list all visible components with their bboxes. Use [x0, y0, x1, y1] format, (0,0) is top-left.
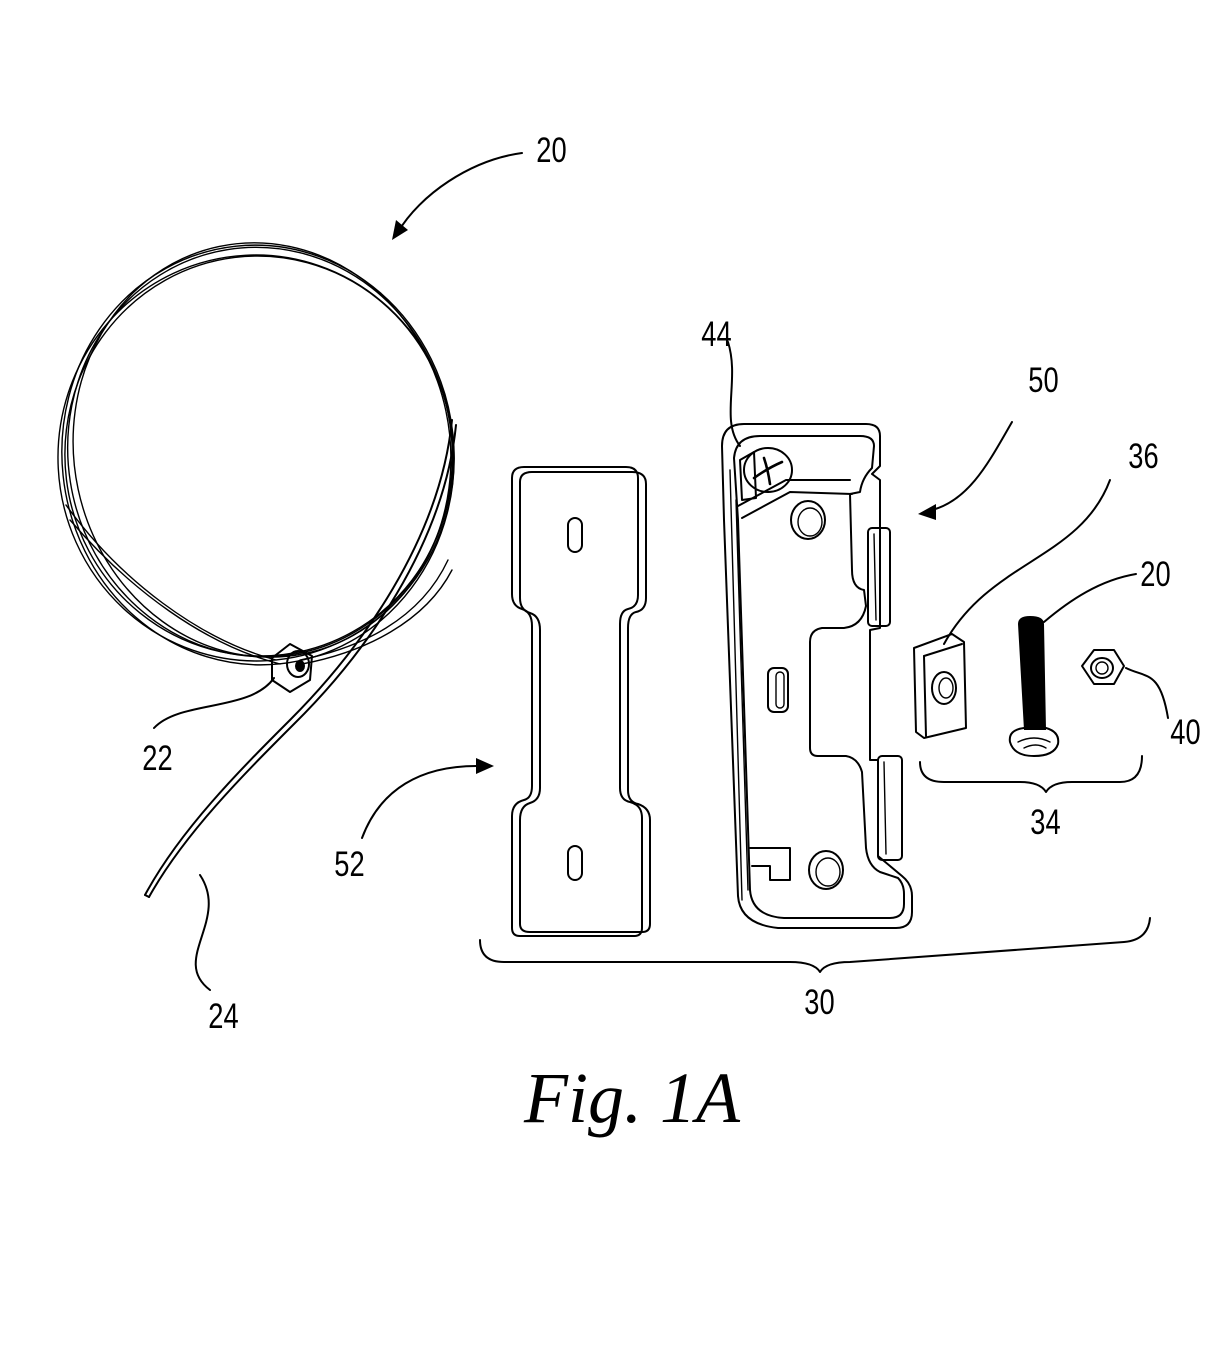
leader-lines: [154, 153, 1168, 990]
reference-numerals: 20 22 24 52 44 50 36 20 40 34 30: [142, 131, 1200, 1036]
label-bracket-plate: 50: [1028, 361, 1058, 400]
label-bracket-screw: 44: [701, 315, 731, 354]
bolt: [1010, 616, 1058, 756]
label-backing-plate: 52: [334, 845, 364, 884]
label-bracket-assembly: 30: [804, 983, 834, 1022]
label-cable-end: 24: [208, 997, 238, 1036]
label-bolt: 20: [1140, 555, 1170, 594]
label-nut: 40: [1170, 713, 1200, 752]
label-cable-assembly: 20: [536, 131, 566, 170]
backing-plate: [512, 467, 650, 936]
label-clamp-block: 36: [1128, 437, 1158, 476]
clamp-block: [914, 634, 966, 738]
nut: [1082, 650, 1124, 684]
cable-coil: [35, 207, 489, 692]
bracket-plate: [722, 424, 912, 928]
bracket-screw: [744, 448, 792, 492]
figure-caption: Fig. 1A: [523, 1058, 741, 1138]
cable-loose-end: [145, 420, 456, 897]
label-fastener-set: 34: [1030, 803, 1060, 842]
label-ferrule: 22: [142, 739, 172, 778]
